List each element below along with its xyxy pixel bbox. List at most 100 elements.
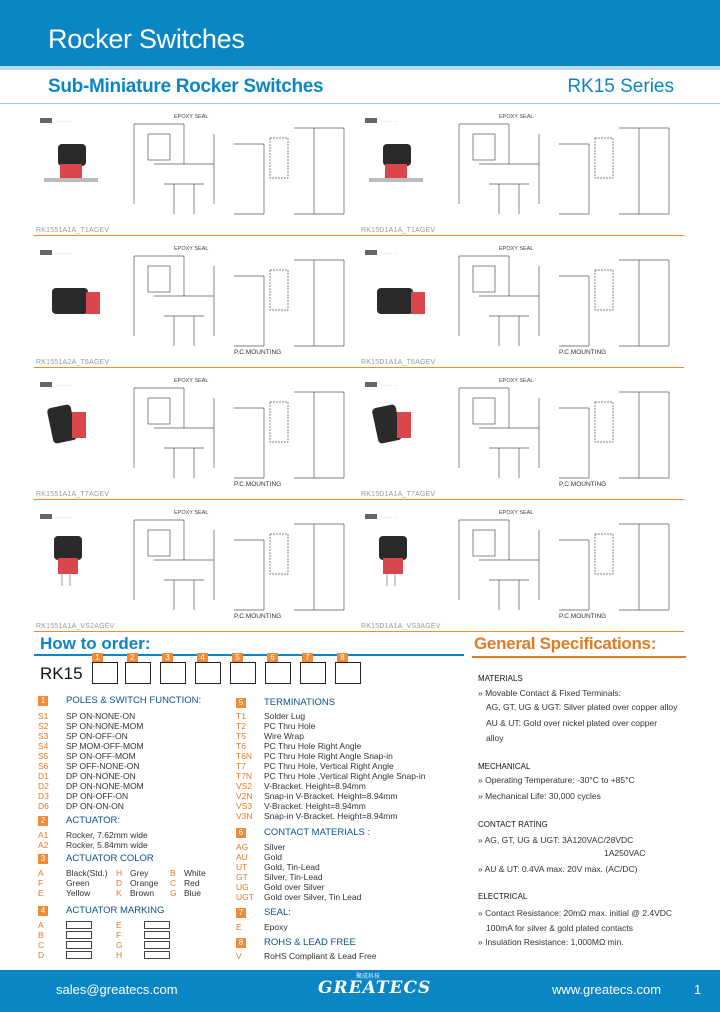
order-code-box[interactable] (265, 662, 291, 684)
order-slot-number: 8 (337, 653, 348, 663)
option-code: S5 (38, 751, 49, 761)
spec-line: 100mA for silver & gold plated contacts (486, 923, 633, 933)
order-slot-number: 4 (197, 653, 208, 663)
color-code: K (116, 888, 122, 898)
actuator-marking-icon (144, 941, 170, 949)
order-code-box[interactable] (125, 662, 151, 684)
order-slot-number: 5 (232, 653, 243, 663)
diagram-divider (34, 631, 359, 632)
svg-text:P.C.MOUNTING: P.C.MOUNTING (234, 613, 281, 620)
spec-line: AU & UT: Gold over nickel plated over co… (486, 718, 658, 728)
order-code-box[interactable] (195, 662, 221, 684)
svg-text:- - - - - - -: - - - - - - - (381, 514, 398, 519)
option-description: Snap-in V-Bracket. Height=8.94mm (264, 791, 398, 801)
svg-text:- - - - - - -: - - - - - - - (381, 118, 398, 123)
order-slot-number: 3 (162, 653, 173, 663)
spec-line: » Mechanical Life: 30,000 cycles (478, 791, 601, 801)
section-number-badge: 1 (38, 696, 48, 706)
option-description: Gold over Silver (264, 882, 325, 892)
part-number-label: RK15D1A1A_T6AGEV (361, 359, 436, 366)
actuator-marking-icon (66, 951, 92, 959)
actuator-marking-icon (144, 921, 170, 929)
order-code-box[interactable] (160, 662, 186, 684)
subtitle: Sub-Miniature Rocker Switches (48, 76, 324, 97)
spec-line: 1A250VAC (604, 848, 646, 858)
actuator-marking-icon (144, 931, 170, 939)
option-description: SP ON-OFF-MOM (66, 751, 136, 761)
greatecs-logo: GREATECS (318, 978, 432, 998)
option-code: V2N (236, 791, 253, 801)
section-title: POLES & SWITCH FUNCTION: (66, 695, 202, 706)
option-code: D6 (38, 801, 49, 811)
spec-line: » Contact Resistance: 20mΩ max. initial … (478, 908, 673, 918)
marking-code: C (38, 940, 45, 950)
color-code: C (170, 878, 177, 888)
spec-heading: CONTACT RATING (478, 820, 548, 829)
footer-bar: sales@greatecs.com 聚成科技 GREATECS www.gre… (0, 970, 720, 1012)
marking-code: E (116, 920, 122, 930)
how-to-order-rule (34, 654, 464, 656)
section-number-badge: 3 (38, 854, 48, 864)
footer-website[interactable]: www.greatecs.com (552, 982, 662, 997)
order-code-box[interactable] (230, 662, 256, 684)
order-code-box[interactable] (92, 662, 118, 684)
footer-email[interactable]: sales@greatecs.com (56, 982, 178, 997)
option-description: DP ON-OFF-ON (66, 791, 129, 801)
color-code: A (38, 868, 44, 878)
option-code: UGT (236, 892, 254, 902)
option-code: UG (236, 882, 249, 892)
option-code: AG (236, 842, 249, 852)
color-name: Blue (184, 888, 202, 898)
section-number-badge: 8 (236, 938, 246, 948)
section-number-badge: 5 (236, 698, 246, 708)
logo-subtext: 聚成科技 (356, 974, 381, 980)
option-description: SP ON-OFF-ON (66, 731, 128, 741)
option-description: Snap-in V-Bracket. Height=8.94mm (264, 811, 398, 821)
svg-text:P.C.MOUNTING: P.C.MOUNTING (559, 349, 606, 356)
option-code: T7N (236, 771, 253, 781)
technical-drawing: - - - - - - - EPOXY SEAL (365, 114, 670, 215)
option-description: PC Thru Hole, Vertical Right Angle (264, 761, 394, 771)
diagram-divider (359, 631, 684, 632)
section-number-badge: 2 (38, 816, 48, 826)
page-number: 1 (694, 982, 702, 997)
option-description: Gold over Silver, Tin Lead (264, 892, 362, 902)
section-title: SEAL: (264, 907, 291, 918)
option-code: A1 (38, 830, 49, 840)
part-number-label: RK1551A1A_T7AGEV (36, 491, 110, 498)
svg-text:EPOXY SEAL: EPOXY SEAL (499, 378, 533, 384)
color-name: Black(Std.) (66, 868, 108, 878)
svg-text:EPOXY SEAL: EPOXY SEAL (499, 510, 533, 516)
option-code: T1 (236, 711, 246, 721)
part-number-label: RK1551A1A_VS2AGEV (36, 623, 115, 630)
spec-heading: ELECTRICAL (478, 892, 528, 901)
spec-line: alloy (486, 733, 504, 743)
svg-text:P.C.MOUNTING: P.C.MOUNTING (234, 481, 281, 488)
technical-drawing: - - - - - - - EPOXY SEAL P.C.MOUNTING (365, 246, 670, 356)
section-title: TERMINATIONS (264, 697, 336, 708)
diagram-divider (359, 235, 684, 236)
svg-text:- - - - - - -: - - - - - - - (381, 250, 398, 255)
technical-drawing: - - - - - - -EPOXY SEAL (40, 114, 345, 215)
svg-text:EPOXY SEAL: EPOXY SEAL (499, 246, 533, 252)
color-name: Grey (130, 868, 149, 878)
svg-text:- - - - - - -: - - - - - - - (56, 514, 73, 519)
option-description: PC Thru Hole ,Vertical Right Angle Snap-… (264, 771, 426, 781)
order-code-box[interactable] (300, 662, 326, 684)
option-description: PC Thru Hole Right Angle Snap-in (264, 751, 393, 761)
section-title: ACTUATOR: (66, 815, 121, 826)
option-code: VS2 (236, 781, 253, 791)
section-title: ROHS & LEAD FREE (264, 937, 356, 948)
order-code-box[interactable] (335, 662, 361, 684)
color-name: Green (66, 878, 90, 888)
svg-text:EPOXY SEAL: EPOXY SEAL (499, 114, 533, 120)
order-slot-number: 2 (127, 653, 138, 663)
part-number-label: RK1551A1A_T1AGEV (36, 227, 110, 234)
option-description: DP ON-NONE-ON (66, 771, 136, 781)
option-code: T2 (236, 721, 246, 731)
